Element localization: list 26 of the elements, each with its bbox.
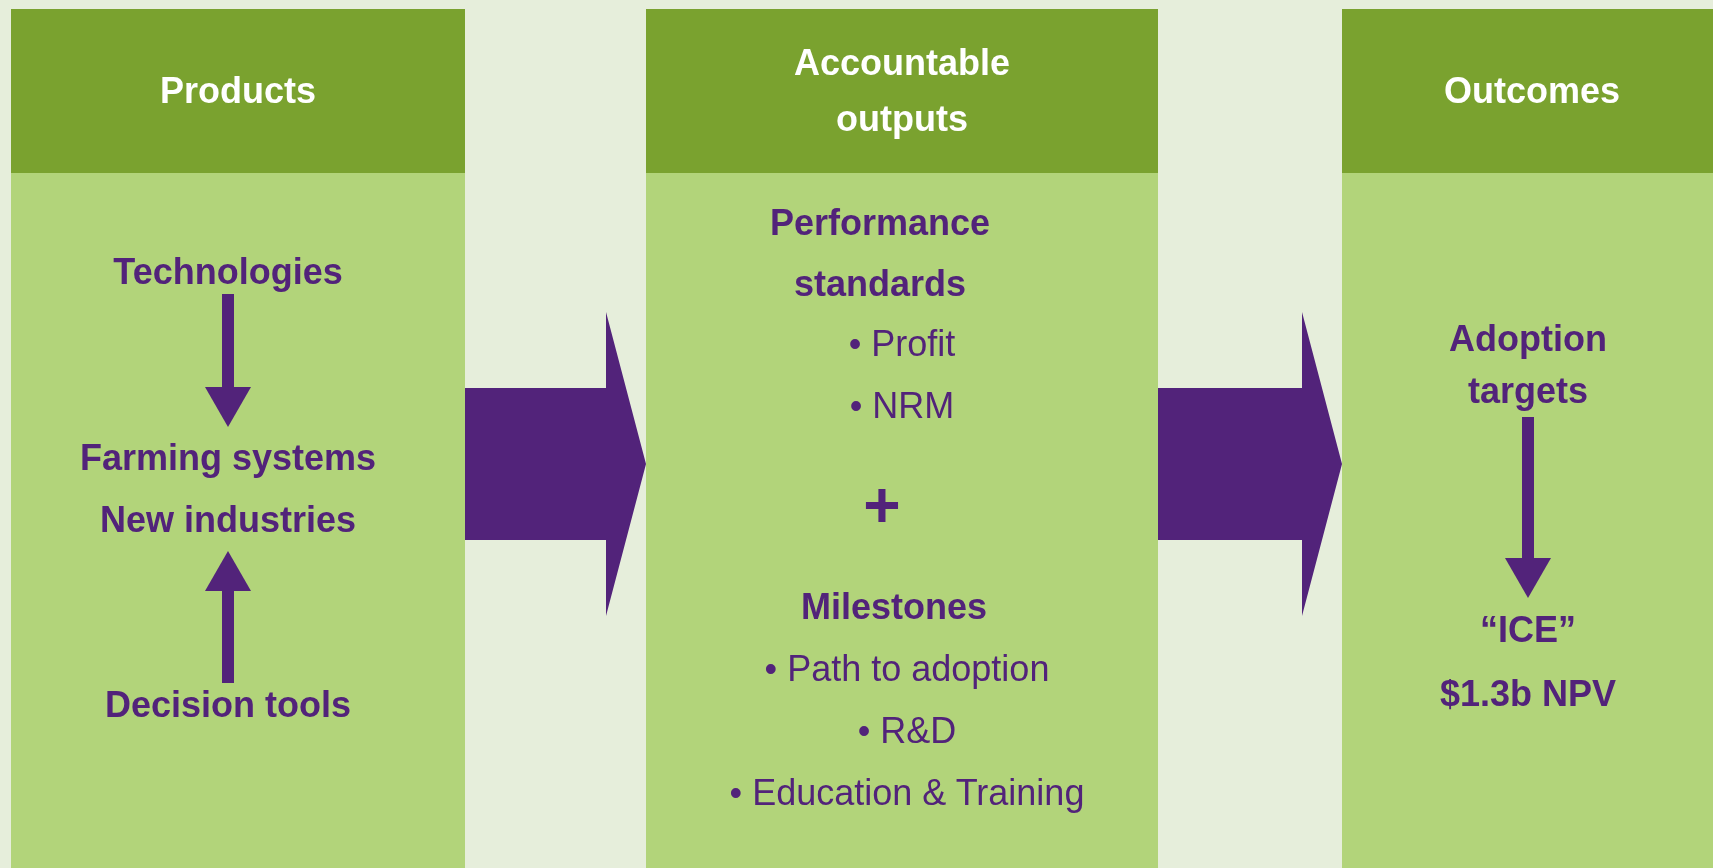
heading-text: Milestones [799, 585, 988, 629]
column-panel [1342, 9, 1713, 868]
node-label: New industries [99, 498, 357, 542]
bullet-item: • R&D [857, 709, 957, 753]
heading-text: Performance standards [768, 201, 992, 306]
arrow [1505, 417, 1551, 598]
plus-sign: + [863, 468, 901, 543]
node-label: $1.3b NPV [1439, 672, 1617, 716]
header-title: Products [160, 69, 316, 113]
bullet-item: • Path to adoption [764, 647, 1050, 691]
block-arrow [465, 312, 646, 616]
node-label: Technologies [78, 250, 378, 294]
column-panel [646, 9, 1158, 868]
header-title: Accountable outputs [792, 41, 1011, 141]
arrow [205, 551, 251, 683]
bullet-item: • NRM [849, 384, 955, 428]
node-label: “ICE” [1480, 608, 1576, 652]
arrow [205, 294, 251, 427]
node-label: Farming systems [79, 436, 377, 480]
node-label: Decision tools [68, 683, 388, 727]
block-arrow [1158, 312, 1342, 616]
bullet-item: • Education & Training [729, 771, 1085, 815]
column-panel [11, 9, 465, 868]
header-title: Outcomes [1443, 69, 1620, 113]
bullet-item: • Profit [848, 322, 956, 366]
node-label: Adoption targets [1408, 313, 1648, 417]
